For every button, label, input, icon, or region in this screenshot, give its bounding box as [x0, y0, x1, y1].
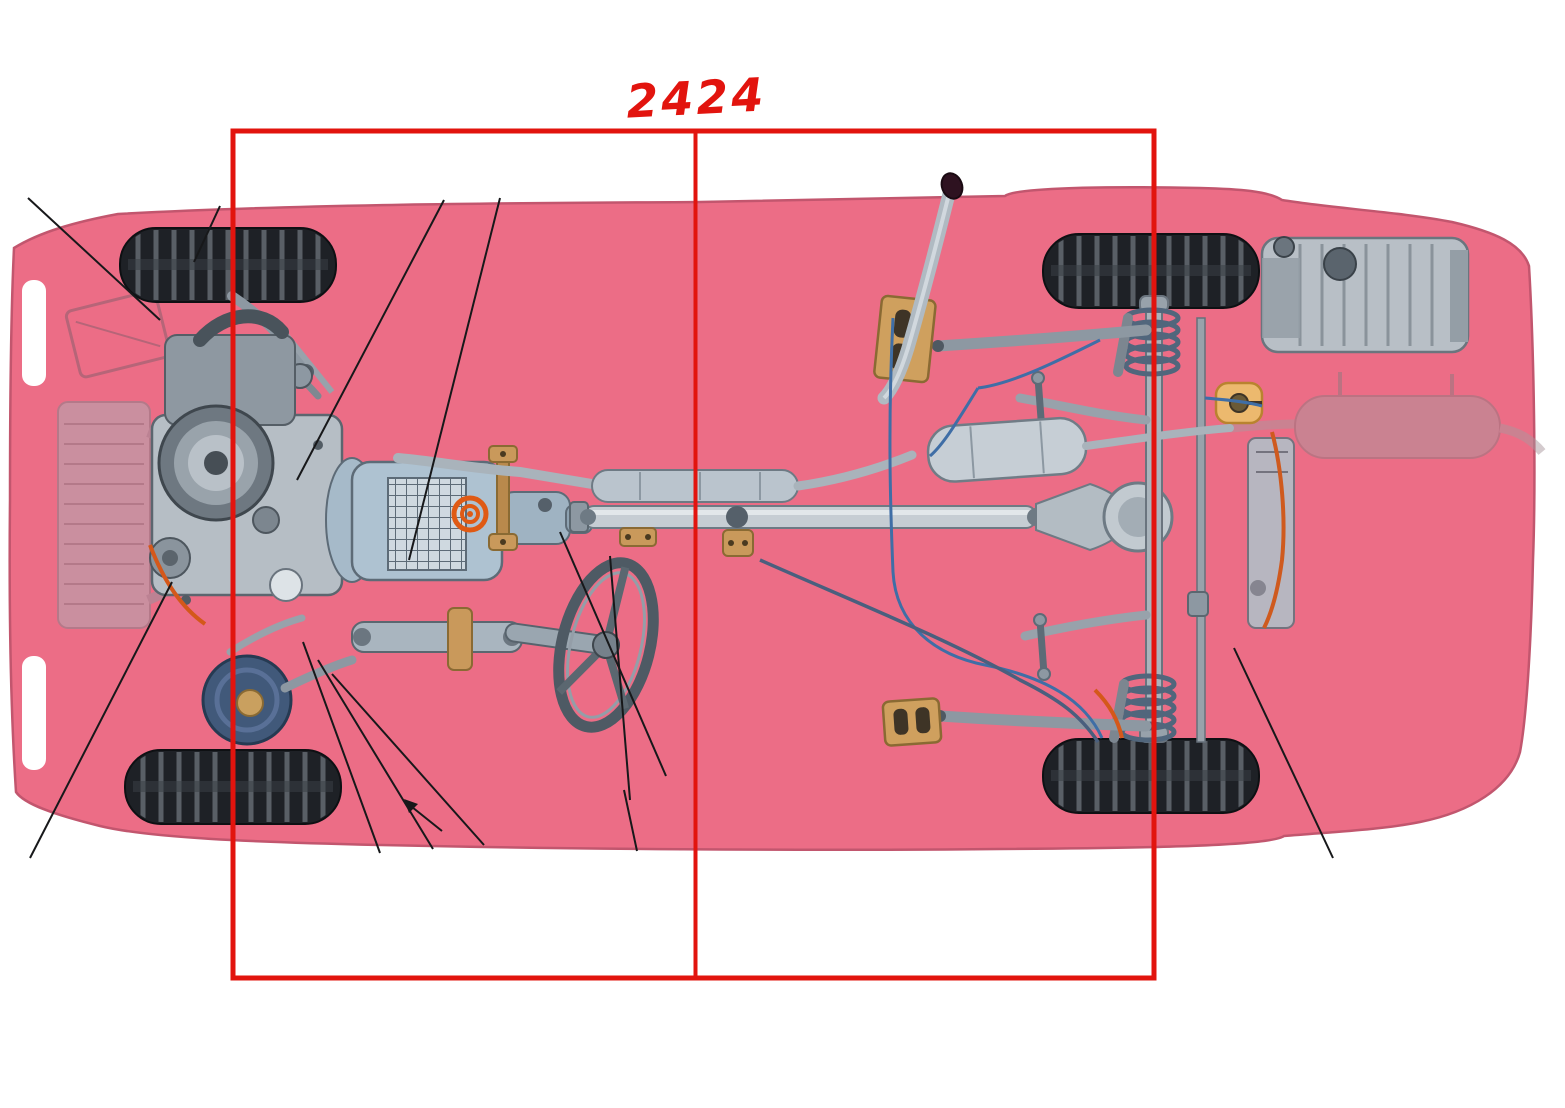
- fuel-tank: [1260, 236, 1470, 354]
- brake-line-branch: [929, 387, 980, 458]
- propeller-shaft-highlight: [588, 510, 1032, 515]
- orange-wire-right: [1262, 431, 1286, 629]
- leader-arrowhead: [404, 799, 418, 813]
- resonator-ribs: [639, 472, 761, 500]
- exhaust-mid-pipe: [793, 450, 917, 491]
- leader-line: [317, 659, 434, 850]
- exhaust-front-pipe: [393, 453, 597, 489]
- bumper-slot-upper: [22, 280, 46, 386]
- leader-line: [1233, 647, 1334, 859]
- lower-tie-rod: [226, 614, 306, 656]
- shifter-pivot: [538, 498, 552, 512]
- relay-arm-bracket: [447, 607, 473, 671]
- fuel-vent-cap: [1273, 236, 1295, 258]
- mount-plate-lower: [881, 697, 943, 747]
- upper-arm-right: [1020, 610, 1151, 641]
- leader-arrow-shaft: [411, 806, 443, 832]
- center-bearing: [726, 506, 748, 528]
- wheel-rear-right: [1043, 739, 1259, 813]
- relay-arm-pivot: [353, 628, 371, 646]
- front-u-joint: [580, 509, 596, 525]
- orange-wire-front: [148, 544, 207, 626]
- wheel-front-left: [120, 228, 336, 302]
- bumper-slot-lower: [22, 656, 46, 770]
- center-support-bracket: [722, 529, 754, 557]
- crank-pulley-hub: [204, 451, 228, 475]
- oil-filter: [269, 568, 303, 602]
- lines-layer: [148, 317, 1286, 743]
- leader-line: [296, 199, 445, 481]
- trailing-arm-right: [934, 710, 1152, 732]
- annotation-layer: 2424: [230, 67, 1157, 981]
- fuel-sender-cap: [1323, 247, 1357, 281]
- leader-line: [27, 197, 161, 321]
- leader-line: [302, 641, 381, 854]
- relay-arm: [351, 621, 523, 653]
- fuel-filler-cap: [940, 172, 964, 200]
- ghost-rear-muffler: [1229, 372, 1546, 459]
- annotation-label: 2424: [625, 67, 768, 128]
- trailing-arm-bolt: [932, 340, 944, 352]
- distributor: [252, 506, 280, 534]
- leader-line: [559, 531, 667, 777]
- brake-line-upper: [977, 338, 1101, 390]
- engine-bolt: [313, 440, 323, 450]
- alternator-pulley: [162, 550, 178, 566]
- leader-line: [609, 555, 631, 801]
- stabilizer-link-right: [1033, 613, 1051, 681]
- lower-control-arm: [280, 655, 357, 693]
- brake-drum-ring: [214, 667, 280, 733]
- brake-regulator-assembly: [1247, 437, 1295, 629]
- fuel-filler-pipe-highlight: [882, 189, 952, 400]
- leader-line: [408, 197, 501, 561]
- orange-wire-rear: [1093, 688, 1124, 739]
- leader-line: [29, 581, 173, 859]
- intake-hose: [193, 309, 289, 347]
- rod-bracket: [1187, 591, 1209, 617]
- brake-line-rear: [1204, 396, 1263, 408]
- fuel-system-layer: [877, 172, 1470, 405]
- upper-arm-left: [1015, 393, 1151, 425]
- shaft-hanger-bracket: [619, 527, 657, 547]
- handbrake-cable: [759, 558, 1100, 743]
- leader-line: [623, 789, 638, 852]
- orange-coil-hose: [451, 495, 489, 533]
- gearbox-ribbed-cover: [387, 477, 467, 571]
- steering-layer: [351, 557, 659, 733]
- trailing-arm-left: [932, 324, 1152, 352]
- brake-line-main: [888, 317, 1104, 739]
- ghost-plate: [64, 289, 172, 379]
- leader-line: [193, 205, 221, 263]
- exhaust-muffler: [926, 416, 1088, 483]
- engine-layer: [149, 309, 344, 605]
- leader-lines-layer: [27, 197, 1334, 859]
- stabilizer-rod: [1196, 317, 1206, 743]
- leader-line: [331, 673, 485, 846]
- brake-drum-hub: [236, 689, 264, 717]
- propeller-shaft: [583, 505, 1037, 529]
